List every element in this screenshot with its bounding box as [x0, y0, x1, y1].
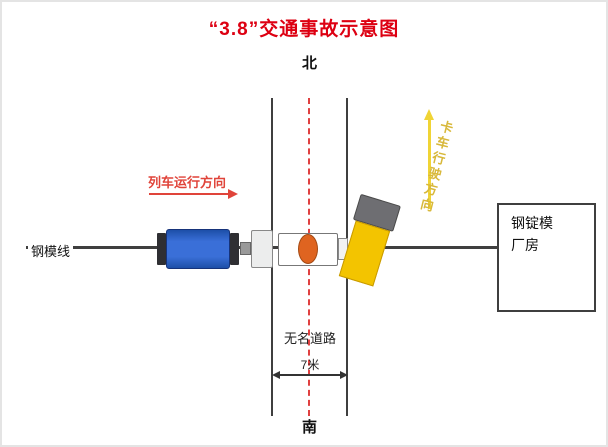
train-direction-label: 列车运行方向 — [148, 175, 227, 190]
road-width-label: 7米 — [300, 358, 320, 372]
train-direction-arrow-line — [149, 193, 229, 195]
rail-label: 钢模线 — [28, 241, 74, 260]
road-width-dimension-line — [276, 374, 344, 376]
diagram-title: “3.8”交通事故示意图 — [208, 19, 400, 40]
buffer-car — [251, 230, 273, 268]
north-label: 北 — [302, 55, 318, 72]
dimension-arrow-right-icon — [340, 371, 348, 379]
truck-direction-arrow-line — [428, 119, 431, 209]
truck — [333, 193, 403, 291]
truck-direction-label: 卡车行驶方向 — [416, 118, 455, 216]
locomotive-rear-cap — [230, 233, 239, 265]
locomotive-body — [166, 229, 230, 269]
train-direction-arrow-head-icon — [228, 189, 238, 199]
dimension-arrow-left-icon — [272, 371, 280, 379]
factory-building: 钢锭模 厂房 — [497, 203, 596, 312]
factory-label-line2: 厂房 — [511, 236, 539, 253]
ingot-mold-oval — [298, 234, 318, 264]
coupler — [240, 242, 251, 255]
truck-cargo-body — [338, 220, 391, 287]
factory-label-line1: 钢锭模 — [511, 215, 553, 231]
locomotive-front-cap — [157, 233, 166, 265]
road-name-label: 无名道路 — [283, 331, 336, 346]
south-label: 南 — [302, 419, 318, 436]
truck-direction-arrow-head-icon — [424, 109, 434, 120]
